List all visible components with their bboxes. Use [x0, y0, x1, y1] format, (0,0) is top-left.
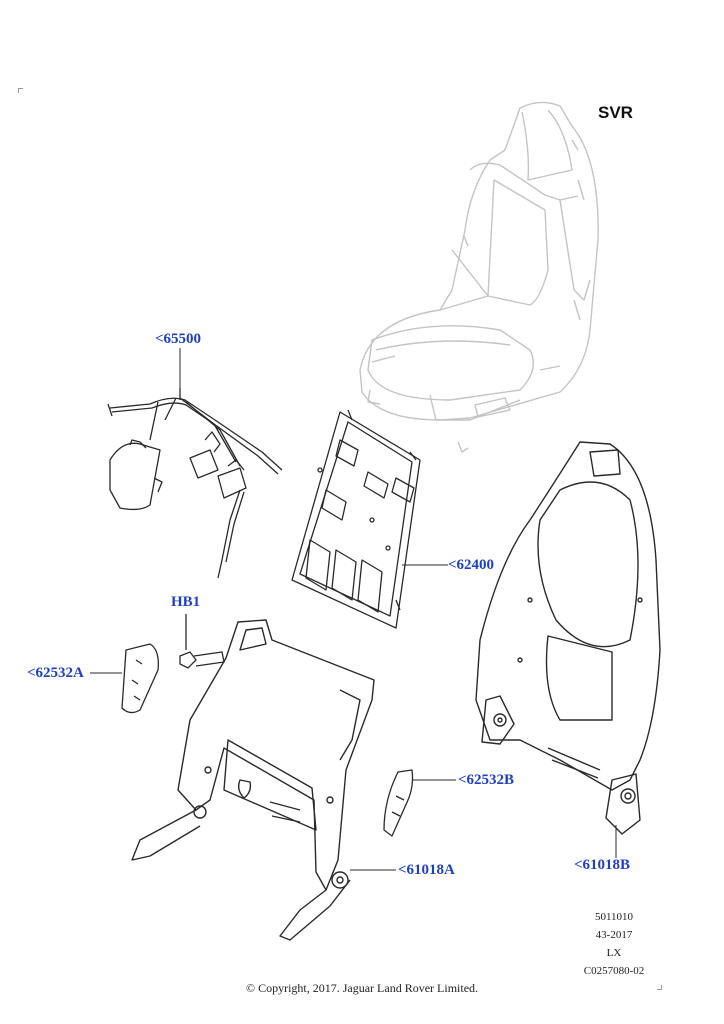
- backrest-frame-drawing: [475, 441, 661, 835]
- backrest-panel-drawing: [291, 409, 421, 629]
- callout-62532b[interactable]: <62532B: [458, 772, 515, 788]
- callout-61018a[interactable]: <61018A: [398, 862, 455, 878]
- reference-line-4: C0257080-02: [583, 965, 645, 977]
- trim-cover-a-drawing: [121, 643, 159, 714]
- wiring-harness-drawing: [107, 388, 283, 579]
- variant-label: SVR: [598, 103, 633, 122]
- reference-line-3: LX: [606, 947, 622, 959]
- ghost-seat-illustration: [359, 101, 599, 453]
- corner-mark-top-left: [18, 88, 23, 93]
- copyright-notice: © Copyright, 2017. Jaguar Land Rover Lim…: [245, 981, 479, 995]
- callout-62400[interactable]: <62400: [448, 557, 495, 573]
- callout-61018b[interactable]: <61018B: [574, 857, 631, 873]
- trim-cover-b-drawing: [383, 769, 414, 837]
- cushion-frame-drawing: [131, 619, 375, 941]
- reference-line-1: 5011010: [594, 911, 634, 923]
- bolt-drawing: [179, 614, 225, 669]
- reference-line-2: 43-2017: [595, 929, 633, 941]
- callout-hb1[interactable]: HB1: [171, 594, 201, 610]
- callout-62532a[interactable]: <62532A: [27, 665, 84, 681]
- callout-65500[interactable]: <65500: [155, 331, 202, 347]
